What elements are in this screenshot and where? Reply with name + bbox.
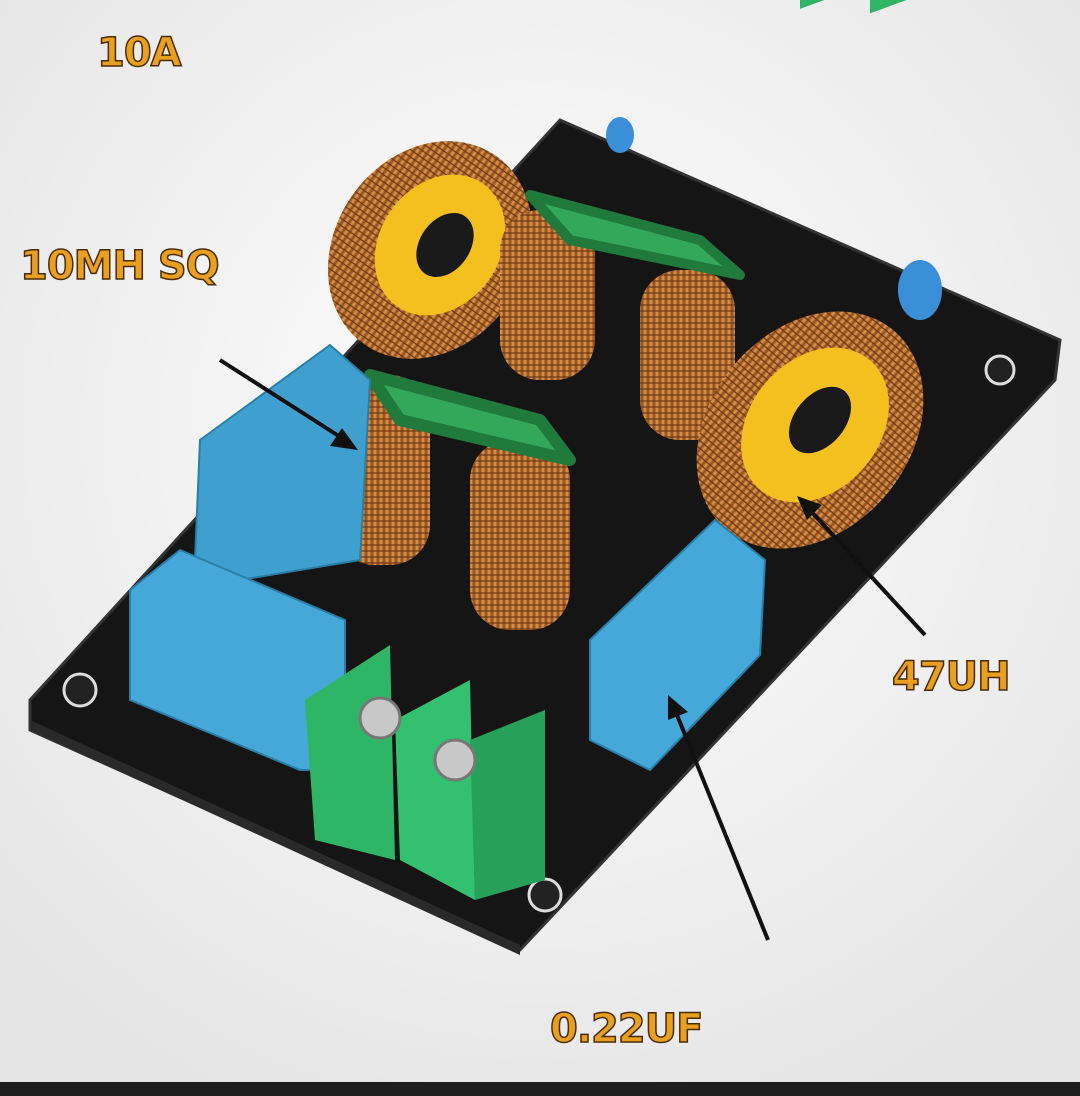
toroid-inductor-47uh bbox=[696, 311, 924, 549]
bottom-bar bbox=[0, 1082, 1080, 1096]
arrow-capacitor bbox=[673, 709, 770, 941]
arrow-choke bbox=[218, 358, 347, 442]
toroid-inductor-rear bbox=[327, 141, 533, 359]
terminal-block-front bbox=[305, 645, 545, 900]
mount-hole bbox=[984, 354, 1016, 386]
label-capacitor: 0.22UF bbox=[549, 1005, 704, 1053]
arrow-toroid bbox=[806, 506, 927, 637]
label-common-mode-choke: 10MH SQ bbox=[19, 242, 220, 290]
label-current-rating: 10A bbox=[96, 29, 182, 77]
terminal-block-rear bbox=[606, 0, 942, 320]
annotation-arrows bbox=[218, 358, 927, 941]
common-mode-choke-rear bbox=[500, 190, 745, 440]
mount-hole bbox=[527, 877, 563, 913]
x2-capacitor-0.22uf bbox=[589, 518, 767, 772]
label-toroid-inductor: 47UH bbox=[891, 653, 1011, 701]
mount-hole bbox=[62, 672, 98, 708]
